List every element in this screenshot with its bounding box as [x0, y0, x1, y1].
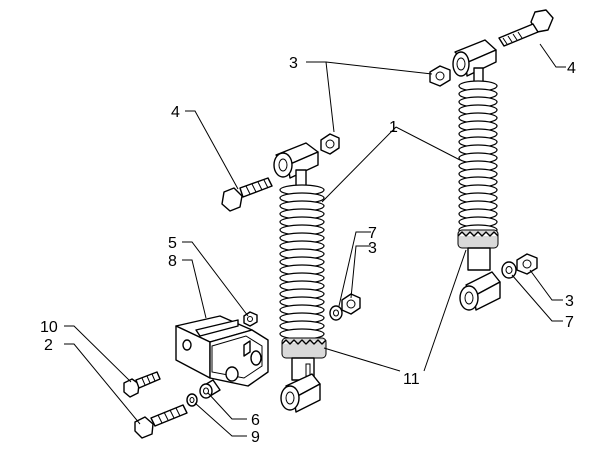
callout-4-right: 4 [567, 60, 576, 77]
left-washer [329, 305, 343, 321]
callout-4-left: 4 [171, 104, 180, 121]
callout-7-mid: 7 [368, 225, 377, 242]
callout-6: 6 [251, 412, 260, 429]
right-shock-bottom-eyelet [459, 271, 501, 311]
right-top-nut [429, 65, 451, 87]
callout-7-right: 7 [565, 314, 574, 331]
right-shock-top-eyelet [452, 39, 497, 87]
right-shock-lower-collar [457, 229, 499, 271]
left-top-nut [320, 133, 340, 155]
callout-1: 1 [389, 119, 398, 136]
callout-5: 5 [168, 235, 177, 252]
left-shock-absorber [273, 142, 327, 413]
bracket-bolt-long [134, 404, 188, 439]
callout-3-mid: 3 [368, 240, 377, 257]
right-bolt [498, 9, 554, 47]
callout-11: 11 [403, 371, 420, 388]
small-washer [186, 393, 198, 407]
mounting-bracket [175, 315, 269, 387]
callout-3-right: 3 [565, 293, 574, 310]
callout-3-top: 3 [289, 55, 298, 72]
left-bolt [221, 177, 273, 212]
callout-2: 2 [44, 337, 53, 354]
callout-8: 8 [168, 253, 177, 270]
callout-labels: 3 4 1 4 7 3 5 8 3 7 10 2 11 6 9 [40, 55, 576, 446]
left-shock-bottom-eyelet [280, 373, 321, 413]
right-shock-spring [458, 80, 498, 236]
left-shock-spring [279, 184, 325, 340]
right-shock-absorber [452, 39, 501, 311]
callout-9: 9 [251, 429, 260, 446]
callout-10: 10 [40, 319, 58, 336]
bracket-bolt-short [123, 371, 161, 398]
right-washer [501, 261, 517, 279]
left-shock-lower-collar [281, 337, 327, 381]
left-shock-top-eyelet [273, 142, 319, 191]
leader-lines [64, 43, 566, 437]
right-lower-nut [516, 253, 538, 275]
